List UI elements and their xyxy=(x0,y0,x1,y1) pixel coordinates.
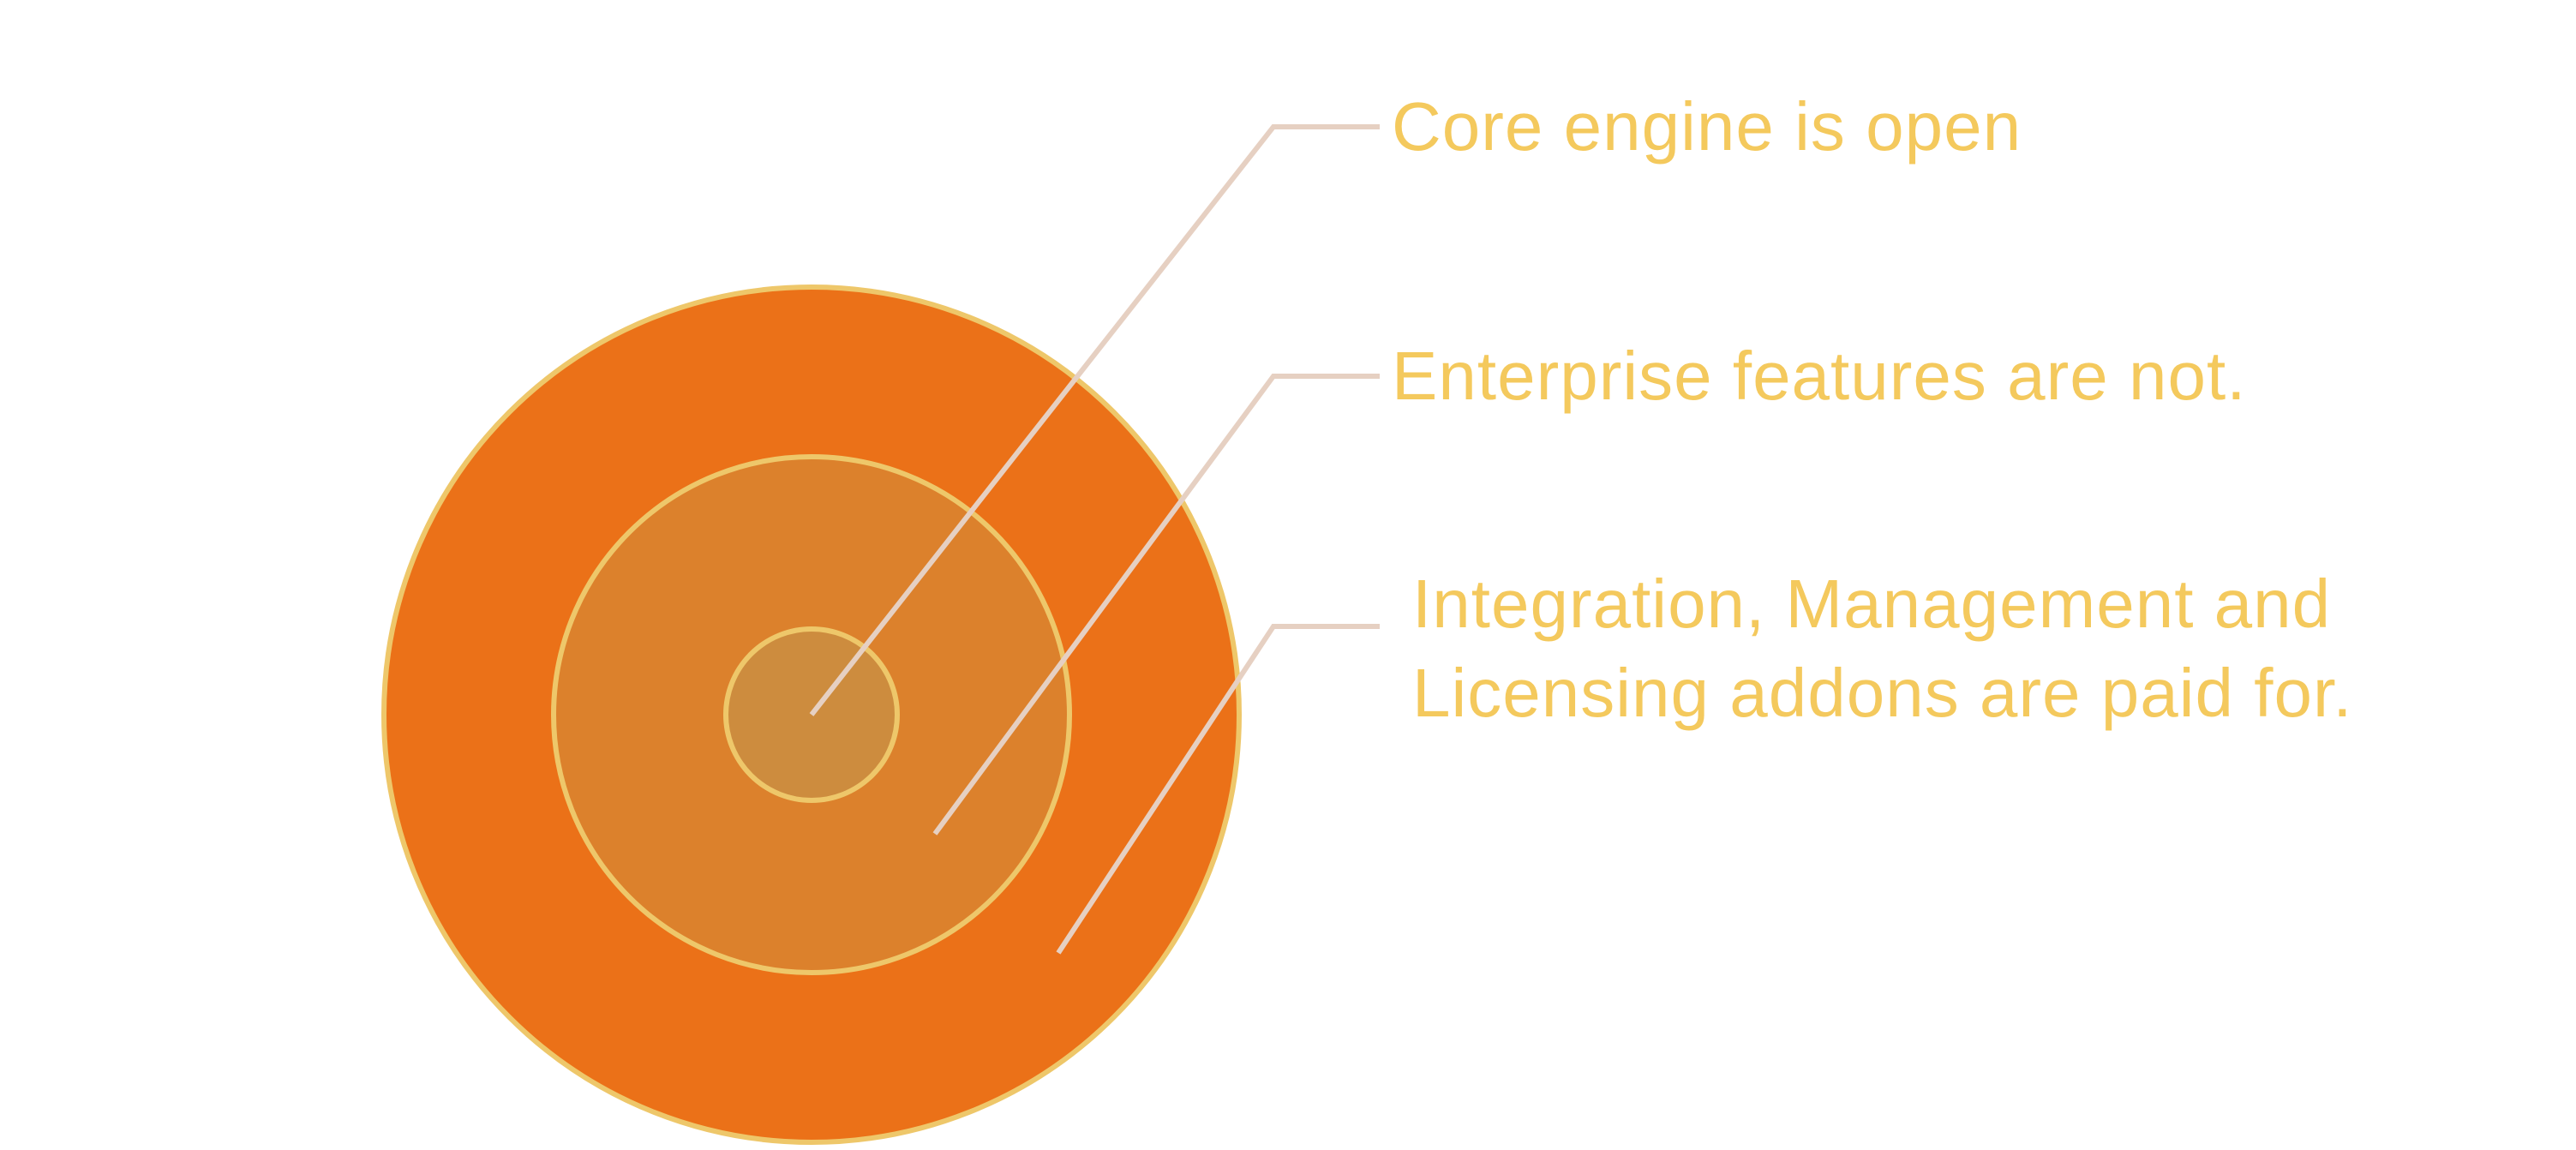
label-addons-line2: Licensing addons are paid for. xyxy=(1412,655,2353,731)
label-core: Core engine is open xyxy=(1392,88,2022,165)
label-enterprise: Enterprise features are not. xyxy=(1392,338,2247,414)
leader-line-core xyxy=(809,124,1380,716)
leader-line-addons xyxy=(1056,624,1380,955)
leader-line-enterprise xyxy=(932,374,1380,836)
label-addons-line1: Integration, Management and xyxy=(1412,566,2332,642)
